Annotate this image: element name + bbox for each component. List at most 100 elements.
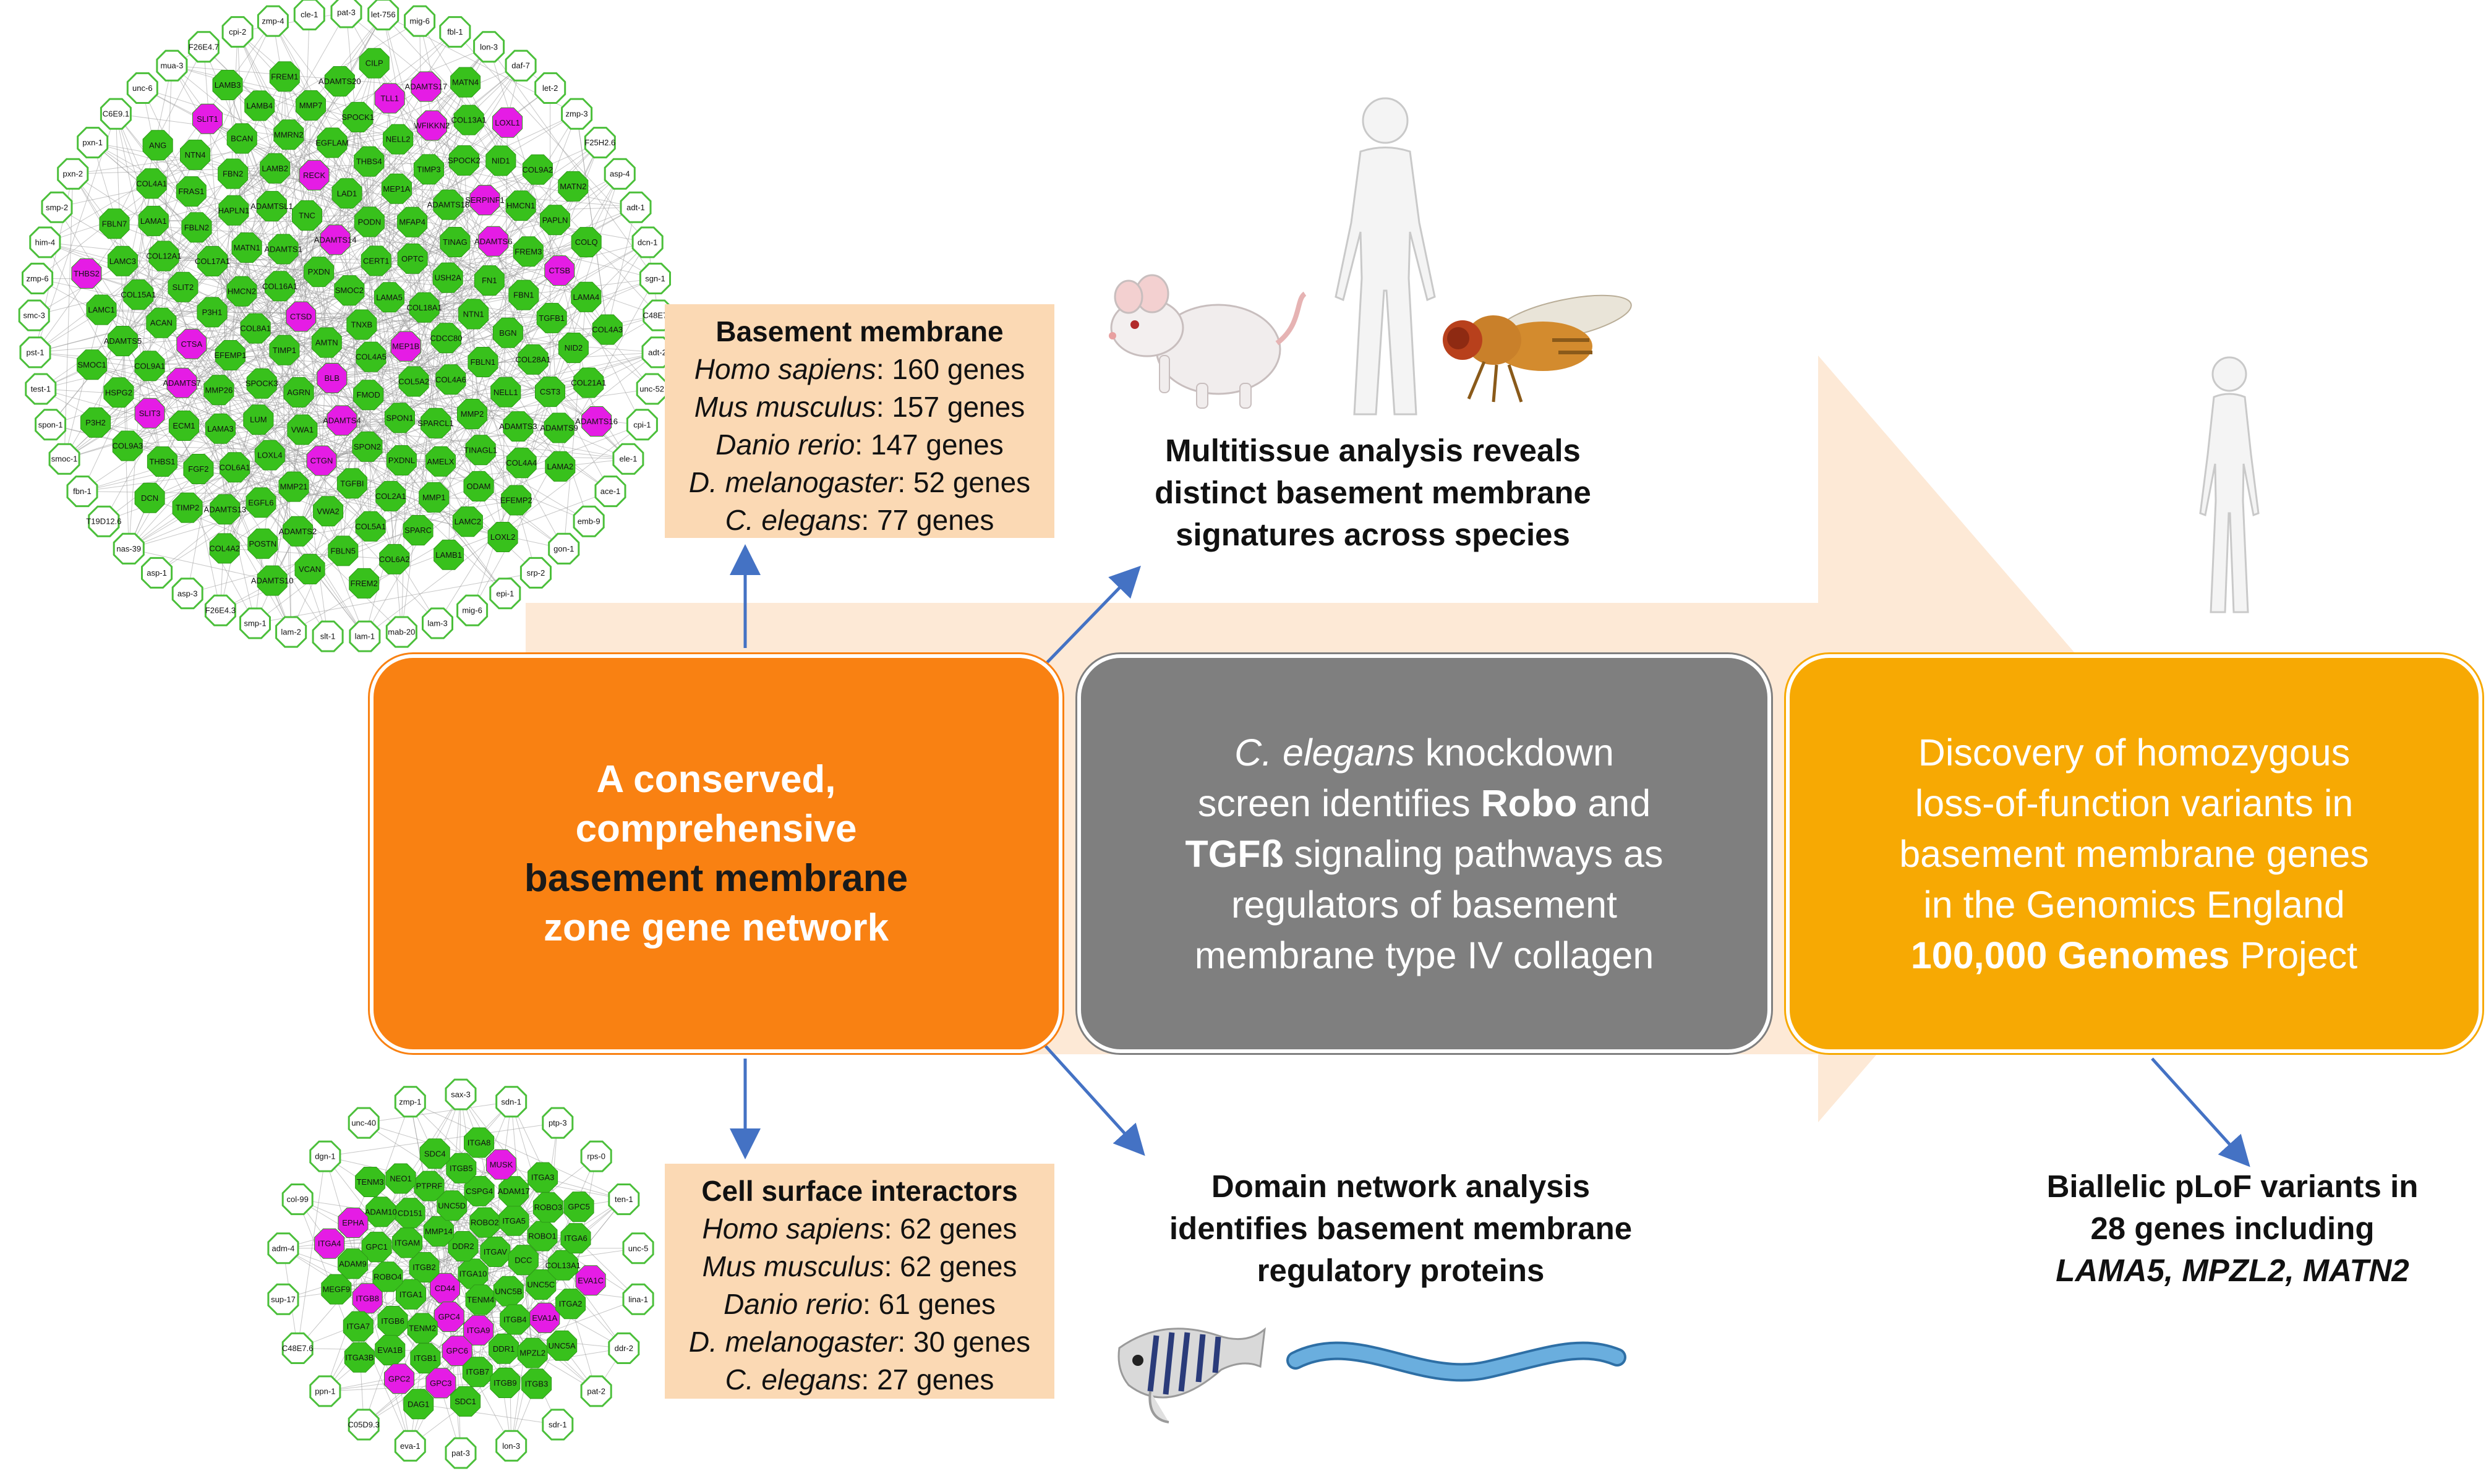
csi-species-row: Danio rerio: 61 genes xyxy=(671,1286,1048,1323)
bm-gene-label: LAMA2 xyxy=(547,462,573,471)
csi-box-header: Cell surface interactors xyxy=(671,1172,1048,1210)
csi-gene-node: sup-17 xyxy=(268,1284,298,1314)
bm-species-name: Mus musculus xyxy=(694,391,876,423)
csi-gene-node: sdr-1 xyxy=(543,1410,573,1439)
bm-gene-node: fbl-1 xyxy=(440,17,470,47)
bm-gene-node: HSPG2 xyxy=(104,378,134,407)
csi-gene-label: ITGB3 xyxy=(525,1379,549,1388)
csi-gene-label: DAG1 xyxy=(408,1399,429,1409)
bm-gene-label: FBLN5 xyxy=(331,546,356,555)
bm-gene-node: MMP2 xyxy=(458,399,487,429)
bm-gene-node: PODN xyxy=(354,207,384,237)
bm-gene-node: smc-3 xyxy=(19,301,49,330)
csi-gene-node: ROBO2 xyxy=(470,1208,500,1237)
bm-gene-label: MATN2 xyxy=(560,182,586,191)
csi-gene-node: EVA1B xyxy=(375,1336,405,1365)
bm-gene-label: TNXB xyxy=(351,320,373,330)
bm-gene-node: SPARC xyxy=(403,516,433,545)
bm-gene-label: LAMA1 xyxy=(140,216,167,226)
bm-gene-label: TLL1 xyxy=(380,94,399,103)
csi-gene-label: ITGAV xyxy=(484,1247,507,1256)
bm-species-name: D. melanogaster xyxy=(689,466,898,498)
nematode-worm-illustration-icon xyxy=(1283,1336,1626,1404)
bm-gene-label: THBS1 xyxy=(149,457,175,466)
bm-gene-node: FBN2 xyxy=(218,159,248,189)
bm-gene-node: AGRN xyxy=(284,377,314,407)
csi-gene-label: ITGA5 xyxy=(502,1216,526,1226)
bm-gene-label: mua-3 xyxy=(160,61,183,70)
csi-gene-node: ITGA7 xyxy=(343,1311,373,1341)
csi-gene-label: GPC6 xyxy=(446,1346,468,1355)
bm-gene-label: F25H2.6 xyxy=(584,138,615,147)
bm-gene-label: MMP1 xyxy=(422,493,446,502)
bm-gene-node: NID1 xyxy=(486,146,516,176)
bm-gene-node: SPON2 xyxy=(352,432,382,461)
bm-gene-label: fbl-1 xyxy=(447,27,463,36)
bm-gene-label: USH2A xyxy=(434,273,461,283)
bm-gene-label: unc-52 xyxy=(639,385,664,394)
csi-gene-node: unc-40 xyxy=(349,1108,378,1138)
bm-gene-node: sgn-1 xyxy=(640,263,670,293)
bm-gene-node: LAD1 xyxy=(332,179,362,208)
bm-gene-node: gon-1 xyxy=(549,534,579,563)
bm-gene-node: pat-3 xyxy=(331,0,361,27)
bm-gene-label: PXDNL xyxy=(388,456,415,465)
csi-gene-label: C48E7.6 xyxy=(282,1344,314,1353)
bm-gene-label: COL9A3 xyxy=(112,441,143,451)
bm-gene-label: ADAMTS6 xyxy=(474,237,512,246)
bm-gene-label: MMP26 xyxy=(205,385,233,394)
csi-species-name: C. elegans xyxy=(725,1363,861,1396)
bm-gene-label: PXDN xyxy=(308,267,330,276)
bm-gene-label: let-2 xyxy=(542,83,558,93)
bm-gene-label: FBLN1 xyxy=(471,357,495,367)
bm-gene-label: daf-7 xyxy=(511,61,530,70)
bm-gene-label: srp-2 xyxy=(527,568,545,578)
bm-gene-label: ADAMTS4 xyxy=(323,416,361,425)
bm-gene-label: LAMA4 xyxy=(573,292,600,302)
csi-gene-count: : 30 genes xyxy=(897,1326,1030,1358)
bm-gene-node: ele-1 xyxy=(613,444,643,474)
csi-gene-label: ITGB4 xyxy=(503,1315,527,1324)
bm-gene-label: AMTN xyxy=(315,338,338,348)
bm-gene-label: LAMB1 xyxy=(435,550,462,560)
bm-gene-label: smp-2 xyxy=(46,203,68,212)
bm-gene-node: cpi-1 xyxy=(627,410,657,440)
bm-gene-label: VCAN xyxy=(299,565,321,574)
bm-gene-node: FN1 xyxy=(474,266,504,296)
bm-gene-label: COL2A1 xyxy=(375,492,406,501)
csi-gene-count: : 62 genes xyxy=(884,1250,1017,1282)
bm-gene-label: COL4A5 xyxy=(356,352,387,362)
bm-gene-label: NID2 xyxy=(565,343,583,352)
bm-gene-node: TNC xyxy=(293,201,322,231)
csi-gene-label: ITGA3B xyxy=(345,1353,374,1362)
bm-gene-label: MATN1 xyxy=(234,243,260,252)
bm-gene-count: : 157 genes xyxy=(876,391,1025,423)
csi-gene-node: SDC1 xyxy=(451,1386,481,1416)
bm-gene-node: smp-1 xyxy=(241,608,270,638)
bm-gene-node: COL4A1 xyxy=(136,169,167,198)
csi-gene-node: TENM3 xyxy=(356,1167,385,1197)
bm-gene-label: LAD1 xyxy=(337,189,357,198)
bm-gene-node: SPOCK1 xyxy=(341,102,374,132)
csi-gene-label: ITGB1 xyxy=(414,1354,437,1363)
csi-network-edge xyxy=(364,1102,511,1123)
bm-gene-label: FRAS1 xyxy=(178,187,204,196)
bm-gene-node: BLB xyxy=(317,364,347,393)
csi-gene-label: ITGA3 xyxy=(531,1173,555,1182)
bm-gene-node: emb-9 xyxy=(574,506,604,536)
bm-gene-node: zmp-3 xyxy=(562,99,592,129)
bm-gene-node: VWA2 xyxy=(314,497,343,526)
csi-network-edge xyxy=(419,1404,558,1425)
csi-gene-node: unc-5 xyxy=(623,1234,653,1263)
bm-gene-label: COL13A1 xyxy=(451,116,487,125)
bm-gene-label: HAPLN1 xyxy=(218,206,250,215)
bm-gene-node: ADAMTS16 xyxy=(575,407,618,437)
csi-species-name: Homo sapiens xyxy=(703,1213,884,1245)
bm-gene-label: TIMP3 xyxy=(417,164,440,174)
csi-gene-label: GPC1 xyxy=(365,1242,387,1252)
bm-gene-node: COL9A1 xyxy=(134,351,165,381)
bm-gene-label: C6E9.1 xyxy=(103,109,129,119)
bm-gene-node: LAMA1 xyxy=(139,206,168,236)
csi-gene-label: ITGA6 xyxy=(564,1234,587,1243)
csi-gene-label: ITGB8 xyxy=(356,1294,379,1303)
